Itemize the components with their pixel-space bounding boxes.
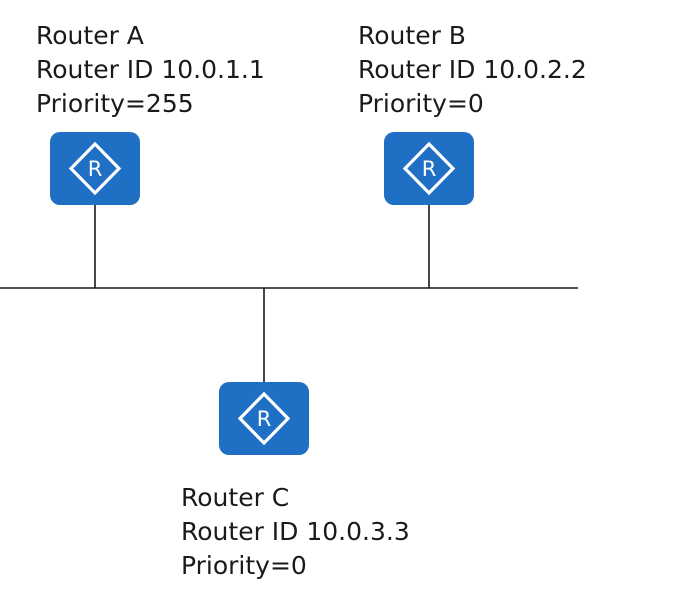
router-b-icon-diamond: [402, 141, 456, 196]
router-b-name: Router B: [358, 21, 466, 50]
router-a-name: Router A: [36, 21, 144, 50]
router-c-icon-letter: R: [257, 407, 272, 431]
router-b-icon-body: [384, 132, 474, 205]
router-a-router-id: Router ID 10.0.1.1: [36, 55, 265, 84]
router-a-icon-body: [50, 132, 140, 205]
router-c-icon-body: [219, 382, 309, 455]
router-a-icon: R: [50, 132, 140, 205]
router-c[interactable]: R Router C Router ID 10.0.3.3 Priority=0: [181, 382, 410, 580]
router-c-priority: Priority=0: [181, 551, 307, 580]
router-c-name: Router C: [181, 483, 289, 512]
router-a-icon-letter: R: [88, 157, 103, 181]
router-b[interactable]: R Router B Router ID 10.0.2.2 Priority=0: [358, 21, 587, 205]
router-c-router-id: Router ID 10.0.3.3: [181, 517, 410, 546]
router-c-icon-diamond: [237, 391, 291, 446]
router-a-priority: Priority=255: [36, 89, 194, 118]
router-c-icon: R: [219, 382, 309, 455]
router-a[interactable]: R Router A Router ID 10.0.1.1 Priority=2…: [36, 21, 265, 205]
router-b-priority: Priority=0: [358, 89, 484, 118]
router-b-icon-letter: R: [422, 157, 437, 181]
router-a-icon-diamond: [68, 141, 122, 196]
router-b-router-id: Router ID 10.0.2.2: [358, 55, 587, 84]
router-b-icon: R: [384, 132, 474, 205]
